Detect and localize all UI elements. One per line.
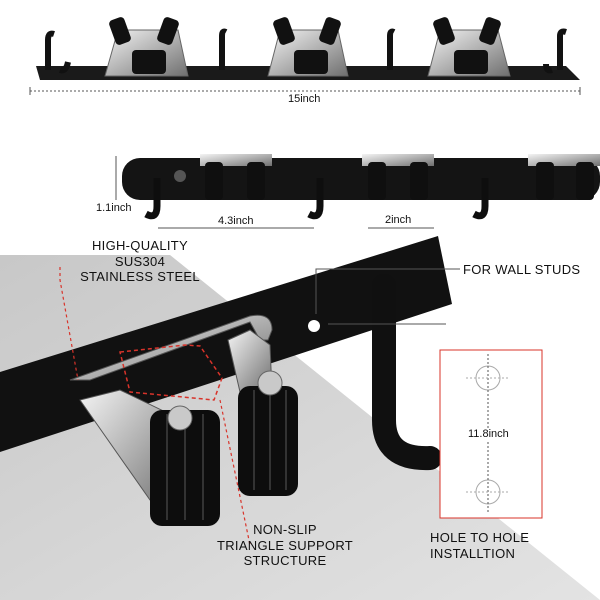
screw <box>174 170 186 182</box>
hole-install-callout: HOLE TO HOLE INSTALLTION <box>430 530 529 561</box>
material-line-1: HIGH-QUALITY <box>91 238 189 253</box>
hook <box>543 28 567 74</box>
material-line-3: STAINLESS STEEL <box>80 269 200 285</box>
rubber-grip <box>238 370 298 496</box>
rack-rail <box>122 158 600 200</box>
overall-width-label: 15inch <box>288 93 321 105</box>
rack-middle-view <box>115 154 600 229</box>
support-callout-line <box>219 399 251 546</box>
hook-spacing-label: 4.3inch <box>218 215 254 227</box>
hook <box>372 274 442 471</box>
height-label: 1.1inch <box>96 202 132 214</box>
hook <box>144 178 161 220</box>
support-line-2: TRIANGLE SUPPORT <box>216 537 354 553</box>
hole-install-line-2: INSTALLTION <box>430 545 516 561</box>
rack-top-view <box>29 17 581 95</box>
material-callout-line <box>59 267 79 381</box>
hook <box>219 28 228 70</box>
hook <box>45 30 71 74</box>
material-line-2: SUS304 <box>114 253 166 269</box>
mounting-hole <box>308 320 320 332</box>
support-callout: NON-SLIP TRIANGLE SUPPORT STRUCTURE <box>210 522 360 569</box>
rubber-grip <box>150 405 220 526</box>
triangle-support-highlight <box>119 344 223 401</box>
clamp-frame <box>69 314 273 381</box>
clamp-width-label: 2inch <box>385 214 412 226</box>
hole-install-line-1: HOLE TO HOLE <box>430 530 530 545</box>
gripper-clamp <box>104 17 189 77</box>
wall-studs-callout: FOR WALL STUDS <box>463 262 581 277</box>
gripper-clamp <box>528 154 600 200</box>
hook <box>472 178 489 220</box>
gripper-clamp <box>427 17 511 77</box>
support-line-3: STRUCTURE <box>243 553 327 569</box>
gripper-clamp <box>267 17 349 77</box>
hook <box>387 28 396 70</box>
hook <box>307 178 324 220</box>
gripper-clamp <box>200 154 272 200</box>
gripper-clamp <box>362 154 434 200</box>
hole-to-hole-distance-label: 11.8inch <box>466 428 511 442</box>
detail-close-up <box>0 236 600 600</box>
support-line-1: NON-SLIP <box>253 522 317 537</box>
wall-studs-callout-line <box>315 268 460 314</box>
width-dimension-line <box>29 87 581 95</box>
material-callout: HIGH-QUALITY SUS304 STAINLESS STEEL <box>70 238 210 285</box>
